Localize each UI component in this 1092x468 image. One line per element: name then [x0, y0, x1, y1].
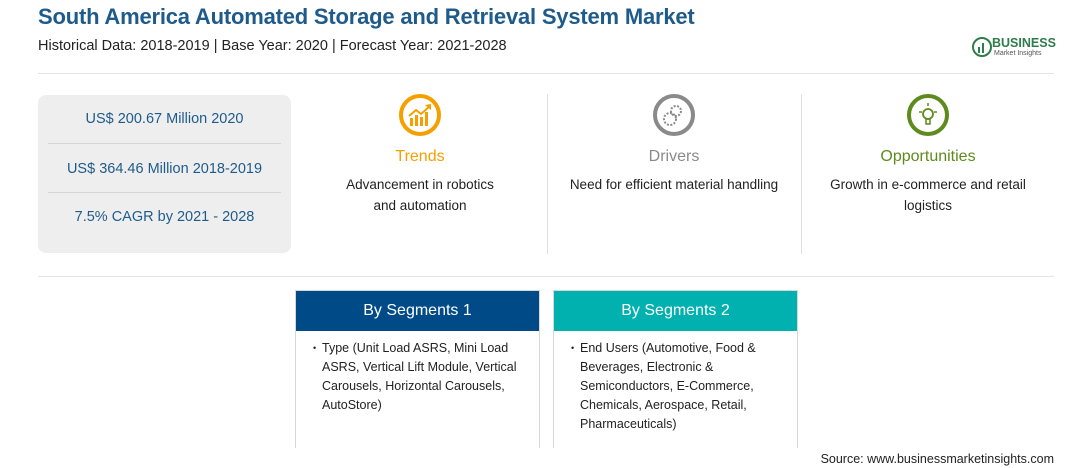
divider: [48, 143, 281, 144]
trends-label: Trends: [395, 148, 445, 165]
segment-card-2: By Segments 2 End Users (Automotive, Foo…: [553, 290, 798, 448]
segment-item: Type (Unit Load ASRS, Mini Load ASRS, Ve…: [310, 339, 525, 415]
opportunities-column: Opportunities Growth in e-commerce and r…: [803, 94, 1053, 216]
trend-chart-icon: [399, 94, 441, 136]
stat-cagr: 7.5% CAGR by 2021 - 2028: [74, 209, 255, 225]
source-text: Source: www.businessmarketinsights.com: [820, 452, 1054, 466]
segment-item: End Users (Automotive, Food & Beverages,…: [568, 339, 783, 434]
divider: [38, 276, 1054, 277]
trends-text: Advancement in robotics and automation: [346, 177, 494, 213]
logo-text: BUSINESS: [992, 36, 1056, 50]
gears-icon: [653, 94, 695, 136]
drivers-column: Drivers Need for efficient material hand…: [549, 94, 799, 195]
divider: [38, 73, 1054, 74]
brand-logo: BUSINESS Market Insights: [972, 34, 1062, 62]
drivers-label: Drivers: [648, 148, 700, 165]
divider: [547, 94, 548, 254]
segment-title: By Segments 2: [554, 291, 797, 331]
logo-subtext: Market Insights: [994, 50, 1042, 57]
divider: [48, 192, 281, 193]
divider: [801, 94, 802, 254]
stat-market-2020: US$ 200.67 Million 2020: [85, 111, 244, 127]
segment-title: By Segments 1: [296, 291, 539, 331]
logo-icon: [972, 37, 992, 57]
trends-column: Trends Advancement in robotics and autom…: [295, 94, 545, 216]
drivers-text: Need for efficient material handling: [569, 177, 779, 192]
opportunities-text: Growth in e-commerce and retail logistic…: [830, 177, 1026, 213]
page-subtitle: Historical Data: 2018-2019 | Base Year: …: [38, 38, 507, 54]
page-title: South America Automated Storage and Retr…: [38, 4, 695, 29]
stat-market-historical: US$ 364.46 Million 2018-2019: [66, 161, 263, 177]
stats-panel: US$ 200.67 Million 2020 US$ 364.46 Milli…: [38, 95, 291, 253]
segment-card-1: By Segments 1 Type (Unit Load ASRS, Mini…: [295, 290, 540, 448]
opportunities-label: Opportunities: [880, 148, 976, 165]
lightbulb-icon: [907, 94, 949, 136]
